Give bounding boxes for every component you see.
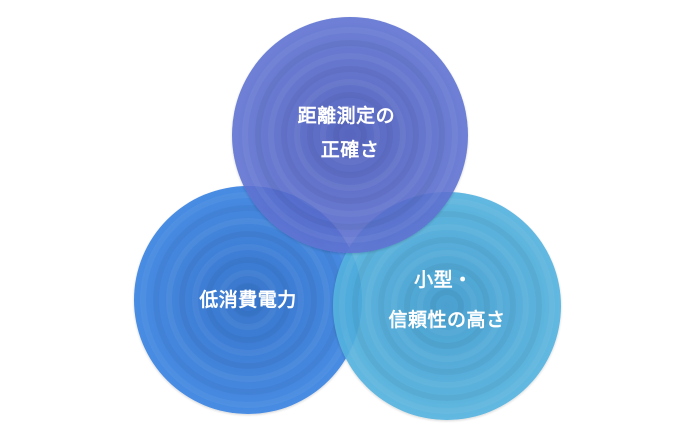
circle-top-ring <box>281 66 419 204</box>
circle-top-shape <box>232 17 468 253</box>
circle-top-ring <box>242 27 458 243</box>
circle-top-ring <box>307 92 393 178</box>
circle-left-ring <box>179 231 317 369</box>
circle-top-ring <box>268 53 432 217</box>
circle-top-rings <box>242 27 458 243</box>
circle-left-label: 低消費電力 <box>198 288 297 311</box>
circle-top-label-line-2: 正確さ <box>321 138 380 161</box>
circle-left-ring <box>192 244 304 356</box>
circle-left-label-line-1: 低消費電力 <box>198 288 297 311</box>
circle-right-ring <box>352 211 542 401</box>
circle-top <box>232 17 468 253</box>
circle-right-label-line-1: 小型・ <box>414 268 473 291</box>
circle-right-label: 小型・ 信頼性の高さ <box>388 268 505 331</box>
circle-top-ring <box>333 118 367 152</box>
circle-top-label: 距離測定の 正確さ <box>298 104 403 161</box>
circle-top-ring <box>294 79 406 191</box>
circle-right-shape <box>333 192 561 420</box>
circle-right-ring <box>391 250 503 362</box>
circle-right <box>333 192 561 420</box>
circle-right-ring <box>404 263 490 349</box>
circle-right-ring <box>378 237 516 375</box>
circle-top-label-line-1: 距離測定の <box>298 104 396 127</box>
circle-left-ring <box>218 270 278 330</box>
circle-right-ring <box>430 289 464 323</box>
circle-top-ring <box>255 40 445 230</box>
circle-left-ring <box>205 257 291 343</box>
circle-right-ring <box>365 224 529 388</box>
circle-right-label-line-2: 信頼性の高さ <box>388 308 505 331</box>
circle-top-ring <box>320 105 380 165</box>
circle-left-ring <box>166 218 330 382</box>
circle-right-ring <box>417 276 477 336</box>
circle-left-ring <box>231 283 265 317</box>
